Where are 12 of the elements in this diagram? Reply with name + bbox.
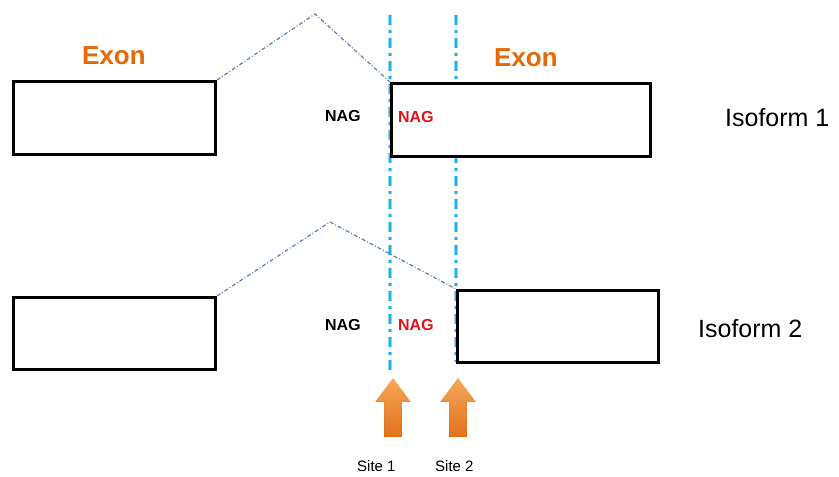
isoform-label: Isoform 1 xyxy=(725,104,830,133)
isoform-label: Isoform 2 xyxy=(698,315,802,344)
site-label: Site 2 xyxy=(435,459,474,474)
site-label: Site 1 xyxy=(357,459,396,474)
splice-line xyxy=(216,221,456,297)
exon-label: Exon xyxy=(82,40,146,71)
splice-line xyxy=(216,13,390,82)
sequence-label: NAG xyxy=(398,110,434,126)
sequence-label: NAG xyxy=(325,109,361,125)
sequence-label: NAG xyxy=(398,318,434,334)
sequence-label: NAG xyxy=(325,318,361,334)
exon-label: Exon xyxy=(494,42,558,73)
